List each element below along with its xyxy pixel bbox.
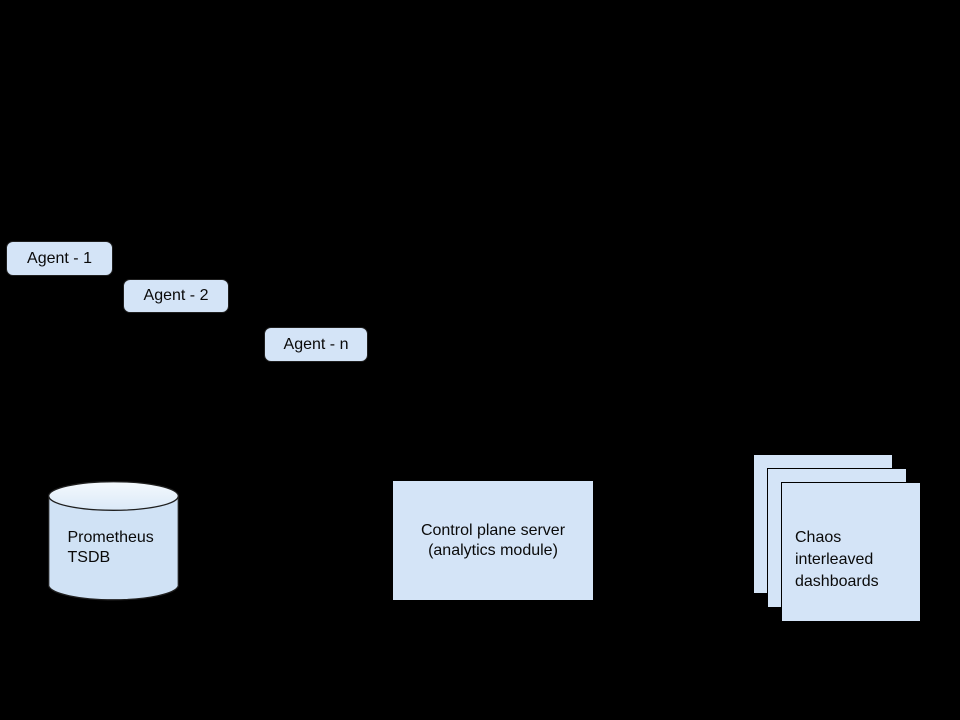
prometheus-tsdb-line-1: Prometheus — [67, 529, 154, 546]
prometheus-tsdb-line-2: TSDB — [67, 549, 111, 566]
node-agent-1[interactable]: Agent - 1 — [6, 241, 113, 276]
control-plane-line-2: (analytics module) — [428, 541, 558, 559]
control-plane-line-1: Control plane server — [420, 521, 566, 539]
node-prometheus-tsdb[interactable]: Prometheus TSDB — [48, 481, 179, 601]
dashboards-line-1: Chaos — [795, 529, 842, 546]
node-agent-n[interactable]: Agent - n — [264, 327, 368, 362]
dashboards-label-group: Chaos interleaved dashboards — [795, 527, 915, 593]
node-agent-2[interactable]: Agent - 2 — [123, 279, 229, 313]
prometheus-tsdb-label-group: Prometheus TSDB — [48, 481, 179, 601]
cylinder-shape — [48, 481, 179, 601]
agent-1-label: Agent - 1 — [27, 249, 92, 267]
dashboards-line-2: interleaved — [795, 551, 874, 568]
agent-n-label: Agent - n — [283, 335, 349, 353]
node-control-plane-server[interactable]: Control plane server (analytics module) — [393, 481, 593, 600]
dashboards-line-3: dashboards — [795, 573, 879, 590]
node-chaos-interleaved-dashboards[interactable]: Chaos interleaved dashboards — [781, 482, 921, 622]
agent-2-label: Agent - 2 — [143, 287, 209, 304]
